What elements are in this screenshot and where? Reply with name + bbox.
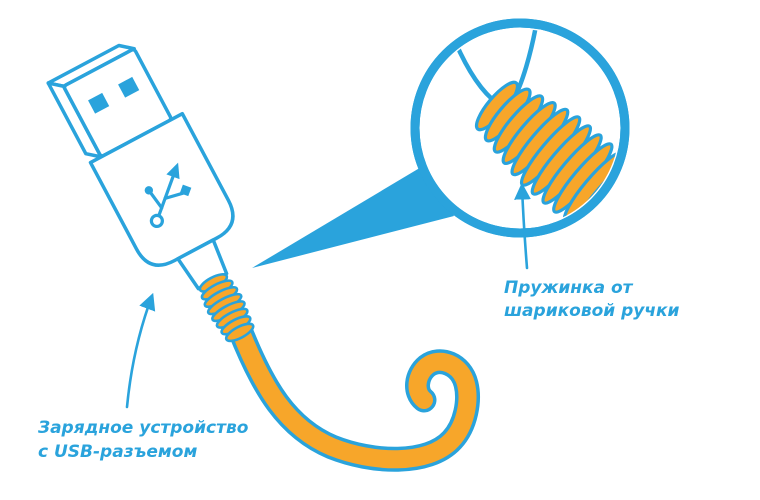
magnifier-ring (410, 18, 630, 238)
shield-hole-left (88, 92, 110, 114)
magnifier-wedge (252, 163, 454, 268)
connector-body (88, 111, 235, 267)
shield-hole-right (118, 76, 140, 98)
spring-label-line1: Пружинка от (504, 278, 634, 298)
usb-connector (46, 43, 255, 343)
charger-arrow (125, 292, 156, 409)
charger-label-line1: Зарядное устройство (37, 418, 249, 438)
cable (227, 317, 480, 472)
spring-label-line2: шариковой ручки (504, 301, 680, 321)
charger-label-line2: с USB-разъемом (38, 442, 197, 462)
spring-arrow (514, 182, 531, 270)
spring-coil (198, 273, 255, 343)
usb-trident-icon (144, 162, 192, 229)
